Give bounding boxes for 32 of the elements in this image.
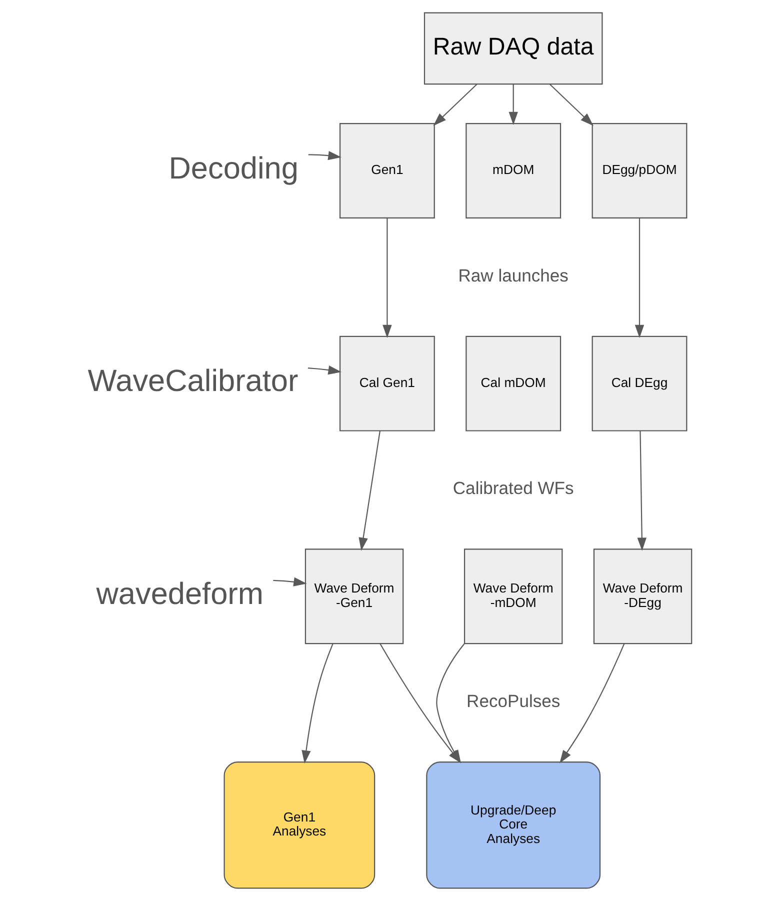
- node-box: Gen1: [339, 123, 435, 218]
- node-text: wavedeform: [96, 576, 264, 611]
- arrow: [380, 643, 461, 764]
- node-box: Wave Deform -DEgg: [593, 548, 692, 644]
- arrow: [634, 218, 644, 338]
- arrow: [302, 644, 334, 764]
- arrow: [358, 430, 381, 551]
- arrow: [560, 643, 625, 764]
- arrow: [308, 151, 342, 160]
- label: Calibrated WFs: [452, 478, 574, 498]
- arrow: [273, 577, 307, 586]
- node-box: Raw DAQ data: [424, 12, 603, 85]
- node-box: mDOM: [466, 123, 562, 218]
- arrow: [436, 644, 465, 764]
- arrow: [637, 430, 646, 551]
- arrow: [382, 218, 392, 338]
- label: Raw launches: [458, 265, 568, 286]
- node-box: Wave Deform -mDOM: [464, 548, 563, 644]
- node-text: WaveCalibrator: [88, 363, 298, 398]
- node-box: Cal mDOM: [466, 336, 562, 432]
- arrow: [508, 84, 518, 126]
- node-box: Upgrade/Deep Core Analyses: [426, 762, 601, 889]
- node-box: Gen1 Analyses: [224, 762, 376, 889]
- node-text: Decoding: [168, 150, 298, 186]
- node-box: Cal DEgg: [592, 336, 688, 432]
- arrow: [308, 365, 342, 375]
- node-box: DEgg/pDOM: [592, 123, 688, 218]
- arrow: [549, 84, 594, 126]
- node-box: Cal Gen1: [339, 336, 435, 432]
- arrow: [433, 84, 478, 126]
- label: RecoPulses: [466, 690, 560, 711]
- node-box: Wave Deform -Gen1: [304, 548, 404, 644]
